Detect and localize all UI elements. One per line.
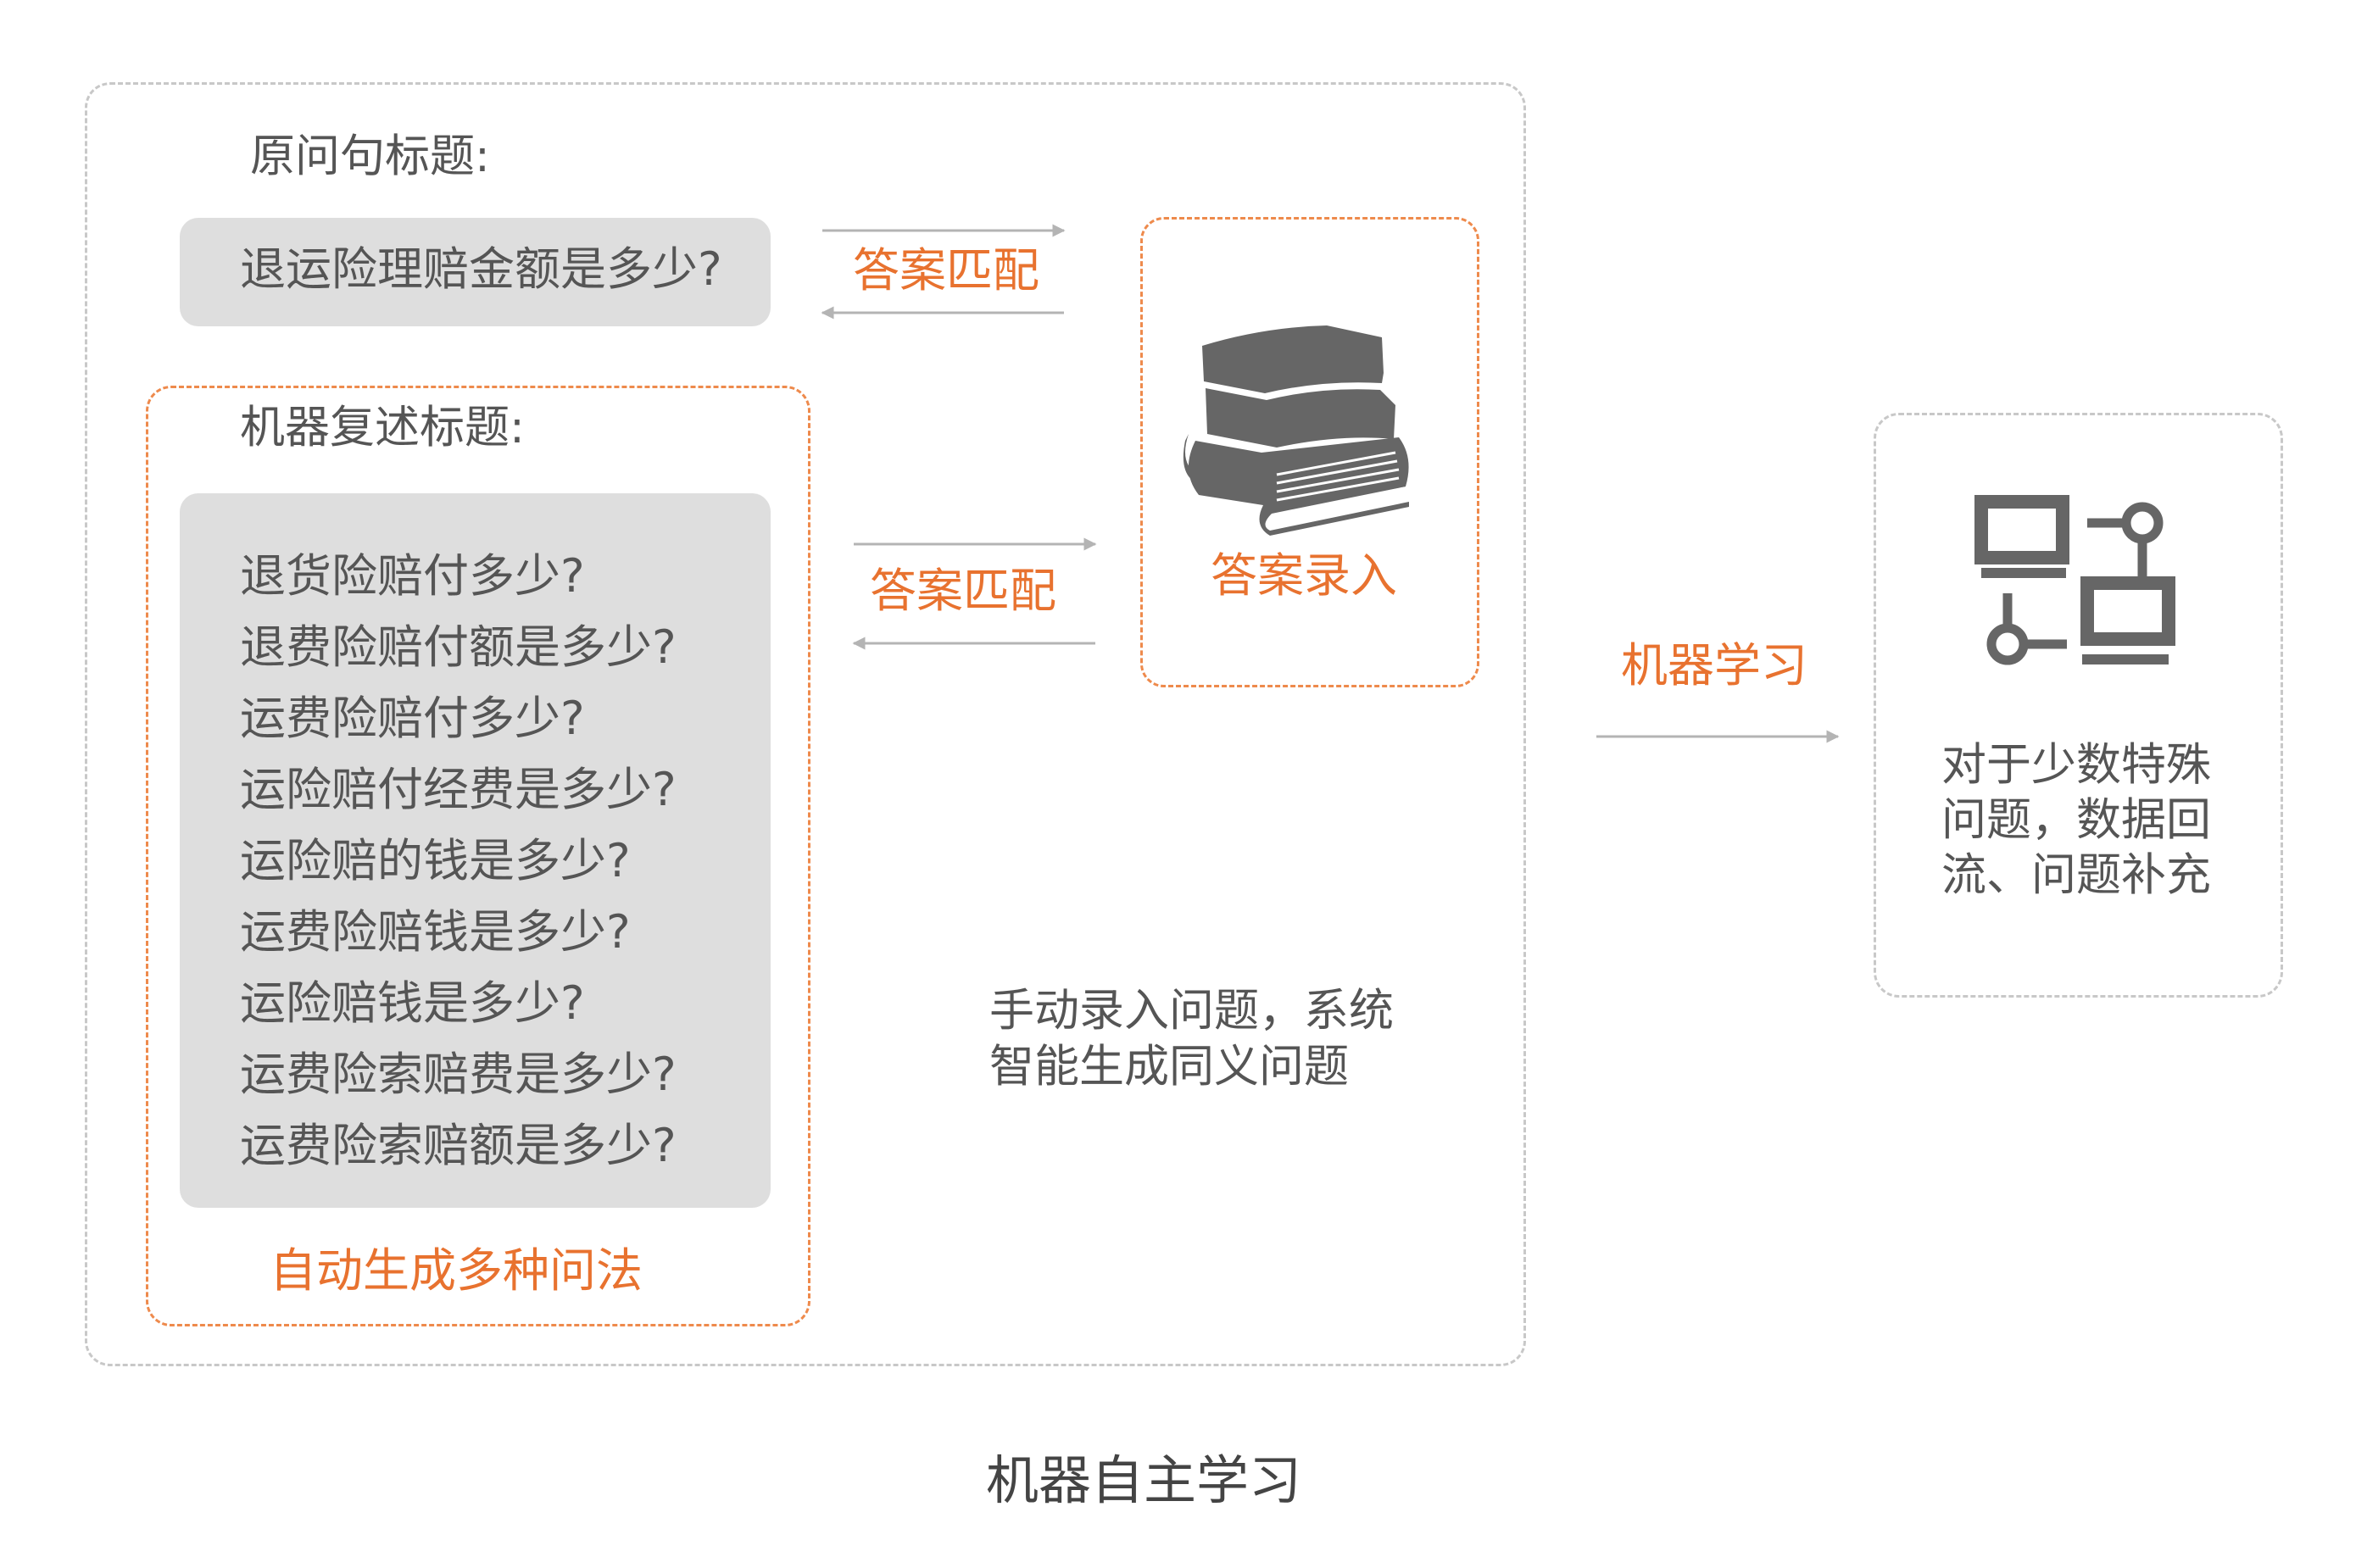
special-questions-box xyxy=(1874,413,2283,998)
original-title-label: 原问句标题: xyxy=(250,131,490,182)
rephrased-question: 运费险赔付多少? xyxy=(240,692,585,745)
diagram-caption: 机器自主学习 xyxy=(986,1449,1302,1511)
auto-generate-label: 自动生成多种问法 xyxy=(270,1243,643,1298)
original-question: 退运险理赔金额是多少? xyxy=(240,242,722,296)
books-icon xyxy=(1183,325,1409,536)
special-questions-note-line: 对于少数特殊 xyxy=(1941,739,2211,791)
rephrased-titles-box xyxy=(146,386,810,1326)
original-question-pill xyxy=(180,218,771,326)
answer-match-label-top: 答案匹配 xyxy=(853,243,1040,297)
rephrased-question: 运险赔付经费是多少? xyxy=(240,763,677,816)
manual-entry-note-line: 手动录入问题，系统 xyxy=(989,985,1394,1037)
rephrased-question-list: 退货险赔付多少? 退费险赔付额是多少? 运费险赔付多少? 运险赔付经费是多少? … xyxy=(240,541,677,1182)
rephrased-title-label: 机器复述标题: xyxy=(240,402,525,453)
special-questions-note: 对于少数特殊 问题，数据回 流、问题补充 xyxy=(1941,737,2211,903)
network-icon xyxy=(1974,495,2175,665)
special-questions-note-line: 问题，数据回 xyxy=(1941,794,2211,846)
book-pages xyxy=(1276,451,1400,502)
special-questions-note-line: 流、问题补充 xyxy=(1941,849,2211,901)
machine-learning-label: 机器学习 xyxy=(1621,638,1808,692)
rephrased-question: 运险赔的钱是多少? xyxy=(240,834,631,887)
rephrased-question: 退货险赔付多少? xyxy=(240,549,585,603)
answer-entry-label: 答案录入 xyxy=(1211,548,1398,603)
rephrased-question: 退费险赔付额是多少? xyxy=(240,620,677,674)
rephrased-question: 运险赔钱是多少? xyxy=(240,976,585,1030)
answer-entry-box xyxy=(1140,217,1479,687)
machine-learning-region xyxy=(85,82,1526,1366)
manual-entry-note: 手动录入问题，系统 智能生成同义问题 xyxy=(989,983,1394,1095)
rephrased-questions-pill xyxy=(180,493,771,1208)
rephrased-question: 运费险赔钱是多少? xyxy=(240,905,631,959)
answer-match-label-bottom: 答案匹配 xyxy=(870,564,1057,618)
rephrased-question: 运费险索赔费是多少? xyxy=(240,1048,677,1101)
rephrased-question: 运费险索赔额是多少? xyxy=(240,1119,677,1172)
manual-entry-note-line: 智能生成同义问题 xyxy=(989,1041,1349,1093)
